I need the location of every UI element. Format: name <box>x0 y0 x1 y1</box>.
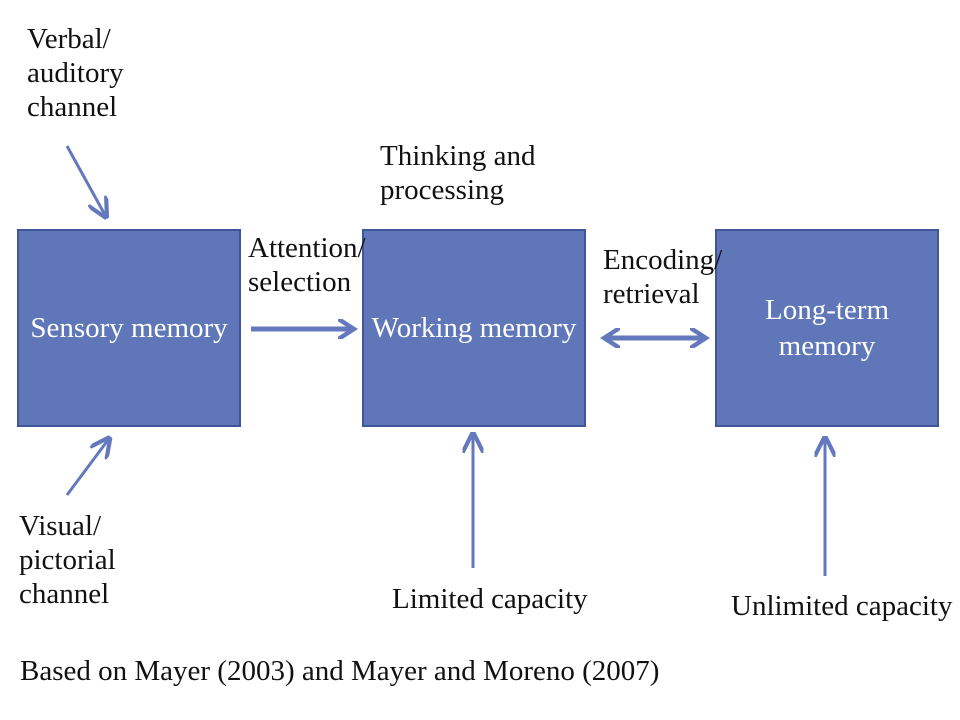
source-citation: Based on Mayer (2003) and Mayer and More… <box>20 655 660 687</box>
thinking-line1: Thinking and <box>380 140 536 172</box>
attention-line2: selection <box>248 266 352 298</box>
verbal-input-arrow <box>65 145 105 215</box>
visual-channel-line2: pictorial <box>19 544 116 576</box>
sensory-memory-label: Sensory memory <box>30 312 228 344</box>
visual-channel-line1: Visual/ <box>19 510 102 542</box>
long-term-memory-box: Long-term memory <box>715 229 939 427</box>
encoding-retrieval-label: Encoding/ retrieval <box>603 243 722 311</box>
encoding-line1: Encoding/ <box>603 244 723 276</box>
thinking-line2: processing <box>380 174 505 206</box>
attention-line1: Attention/ <box>248 232 366 264</box>
long-term-memory-label-line2: memory <box>778 330 876 362</box>
sensory-memory-box: Sensory memory <box>17 229 241 427</box>
working-memory-box: Working memory <box>362 229 586 427</box>
visual-input-arrow <box>65 440 108 496</box>
long-term-memory-label-line1: Long-term <box>764 294 889 326</box>
encoding-line2: retrieval <box>603 278 700 310</box>
thinking-processing-label: Thinking and processing <box>380 139 535 207</box>
verbal-channel-line1: Verbal/ <box>27 23 111 55</box>
unlimited-capacity-label: Unlimited capacity <box>731 590 953 622</box>
visual-channel-label: Visual/ pictorial channel <box>19 509 116 611</box>
limited-capacity-label: Limited capacity <box>392 583 588 615</box>
attention-selection-label: Attention/ selection <box>248 231 366 299</box>
verbal-channel-line3: channel <box>27 91 118 123</box>
verbal-channel-line2: auditory <box>27 57 124 89</box>
visual-channel-line3: channel <box>19 578 110 610</box>
verbal-channel-label: Verbal/ auditory channel <box>27 22 124 124</box>
working-memory-label: Working memory <box>371 312 577 344</box>
